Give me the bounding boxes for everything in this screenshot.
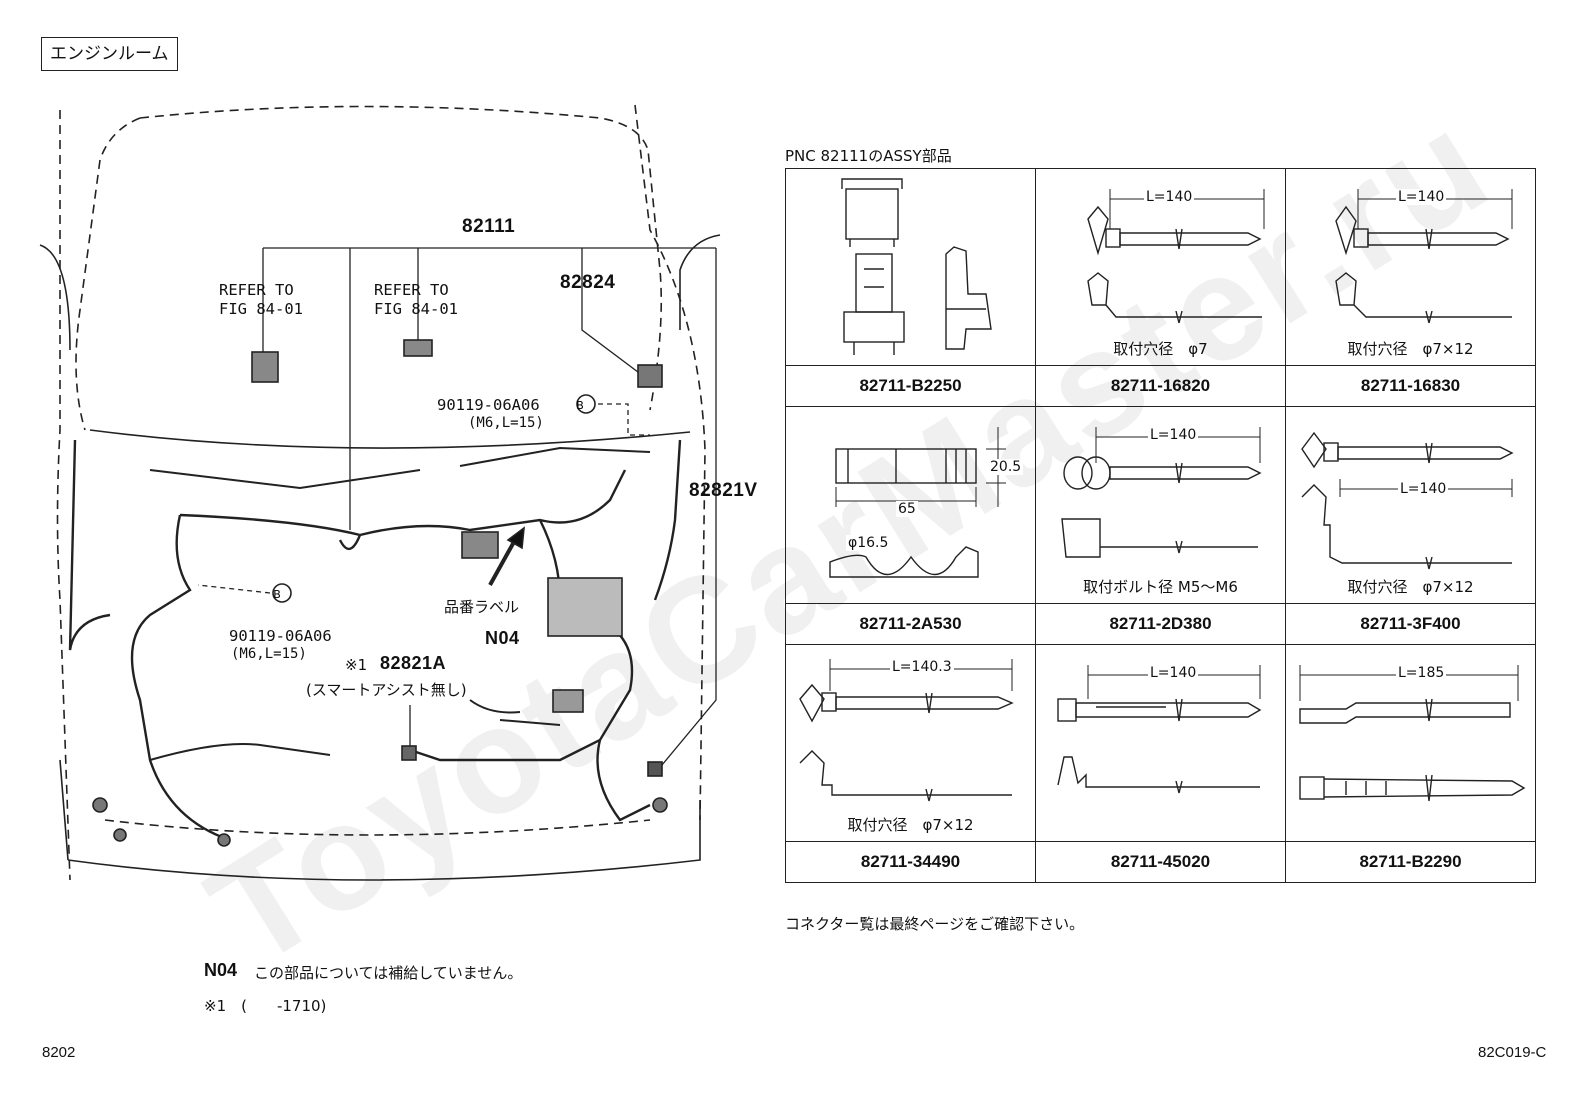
cable-tie-clip-drawing — [799, 659, 1014, 802]
dim-l: L=140 — [1398, 481, 1449, 497]
fender-left — [56, 110, 71, 881]
part-cell-art: L=140.3 取付穴径 φ7×12 — [785, 644, 1036, 842]
part-cell-art: L=185 — [1285, 644, 1536, 842]
part-spec: 取付穴径 φ7×12 — [1347, 340, 1474, 358]
assy-parts-table: L=140 取付穴径 φ7 L=140 取付穴径 φ7×12 82711-B22… — [785, 168, 1536, 883]
connector-2 — [403, 339, 433, 357]
note-n04-code: N04 — [204, 960, 238, 980]
part-number: 82711-3F400 — [1285, 603, 1536, 645]
part-cell-art — [785, 168, 1036, 366]
connector-note: コネクター覧は最終ページをご確認下さい。 — [785, 915, 1085, 933]
cable-tie-bolt-drawing — [1061, 427, 1262, 558]
part-number: 82711-34490 — [785, 841, 1036, 883]
dim-l: L=140 — [1144, 189, 1195, 205]
refer-2-line1: REFER TO — [374, 281, 449, 299]
dim-width: 65 — [896, 501, 918, 517]
relay-block — [547, 577, 623, 637]
part-spec: 取付穴径 φ7×12 — [847, 816, 974, 834]
part-number: 82711-45020 — [1035, 841, 1286, 883]
part-cell-art: 20.5 65 φ16.5 — [785, 406, 1036, 604]
connector-4 — [647, 761, 663, 777]
connector-bracket-drawing — [841, 178, 992, 355]
callout-82821a-note: (スマートアシスト無し) — [306, 681, 467, 699]
cable-tie-clip-drawing — [1335, 189, 1513, 324]
bumper — [59, 759, 701, 881]
note-mark-1: ※1 — [345, 656, 368, 674]
part-cell-art: L=140 取付穴径 φ7×12 — [1285, 406, 1536, 604]
callout-82824: 82824 — [560, 272, 616, 293]
assy-table-title: PNC 82111のASSY部品 — [785, 147, 952, 165]
engine-room-diagram: B B — [39, 104, 721, 881]
bolt-1-spec: (M6,L=15) — [468, 415, 544, 431]
part-number-label: 品番ラベル — [444, 598, 520, 616]
part-cell-art: L=140 取付穴径 φ7×12 — [1285, 168, 1536, 366]
dim-l: L=140 — [1148, 427, 1199, 443]
note-n04-text: この部品については補給していません。 — [254, 964, 523, 982]
callout-82821v: 82821V — [689, 480, 758, 501]
dim-height: 20.5 — [988, 459, 1024, 475]
callout-n04: N04 — [485, 628, 520, 648]
part-spec: 取付穴径 φ7×12 — [1347, 578, 1474, 596]
bolt-1-part: 90119-06A06 — [437, 396, 540, 414]
dim-l: L=185 — [1396, 665, 1447, 681]
connector-1 — [251, 351, 279, 383]
note-footnote: ※1 ( -1710) — [204, 997, 327, 1015]
cable-tie-drawing — [1299, 665, 1526, 802]
part-number: 82711-B2290 — [1285, 841, 1536, 883]
bolt-2-part: 90119-06A06 — [229, 627, 332, 645]
part-cell-art: L=140 — [1035, 644, 1286, 842]
part-spec: 取付ボルト径 M5〜M6 — [1083, 578, 1238, 596]
refer-1-line1: REFER TO — [219, 281, 294, 299]
part-number: 82711-B2250 — [785, 365, 1036, 407]
harness-main — [68, 439, 682, 842]
windshield-line — [89, 429, 691, 449]
part-cell-art: L=140 取付ボルト径 M5〜M6 — [1035, 406, 1286, 604]
page-code-right: 82C019-C — [1478, 1044, 1547, 1061]
section-title: エンジンルーム — [41, 37, 178, 71]
part-number: 82711-2D380 — [1035, 603, 1286, 645]
connector-3 — [637, 364, 663, 388]
part-number: 82711-16820 — [1035, 365, 1286, 407]
marker-b-1: B — [576, 399, 584, 412]
fender-right — [634, 104, 706, 821]
refer-1-line2: FIG 84-01 — [219, 300, 303, 318]
dim-l: L=140 — [1148, 665, 1199, 681]
callout-82111: 82111 — [462, 216, 516, 237]
cable-tie-drawing — [1057, 665, 1262, 794]
dim-l: L=140.3 — [890, 659, 954, 675]
part-number: 82711-16830 — [1285, 365, 1536, 407]
part-cell-art: L=140 取付穴径 φ7 — [1035, 168, 1286, 366]
marker-b-2: B — [273, 588, 281, 601]
part-spec: 取付穴径 φ7 — [1113, 340, 1208, 358]
part-number: 82711-2A530 — [785, 603, 1036, 645]
cable-tie-clip-drawing — [1301, 431, 1514, 570]
callout-82821a: 82821A — [380, 653, 447, 673]
page-code-left: 8202 — [42, 1044, 76, 1061]
refer-2-line2: FIG 84-01 — [374, 300, 458, 318]
hood-outline — [139, 105, 663, 411]
dim-l: L=140 — [1396, 189, 1447, 205]
dim-diameter: φ16.5 — [846, 535, 891, 551]
bolt-2-spec: (M6,L=15) — [231, 646, 307, 662]
